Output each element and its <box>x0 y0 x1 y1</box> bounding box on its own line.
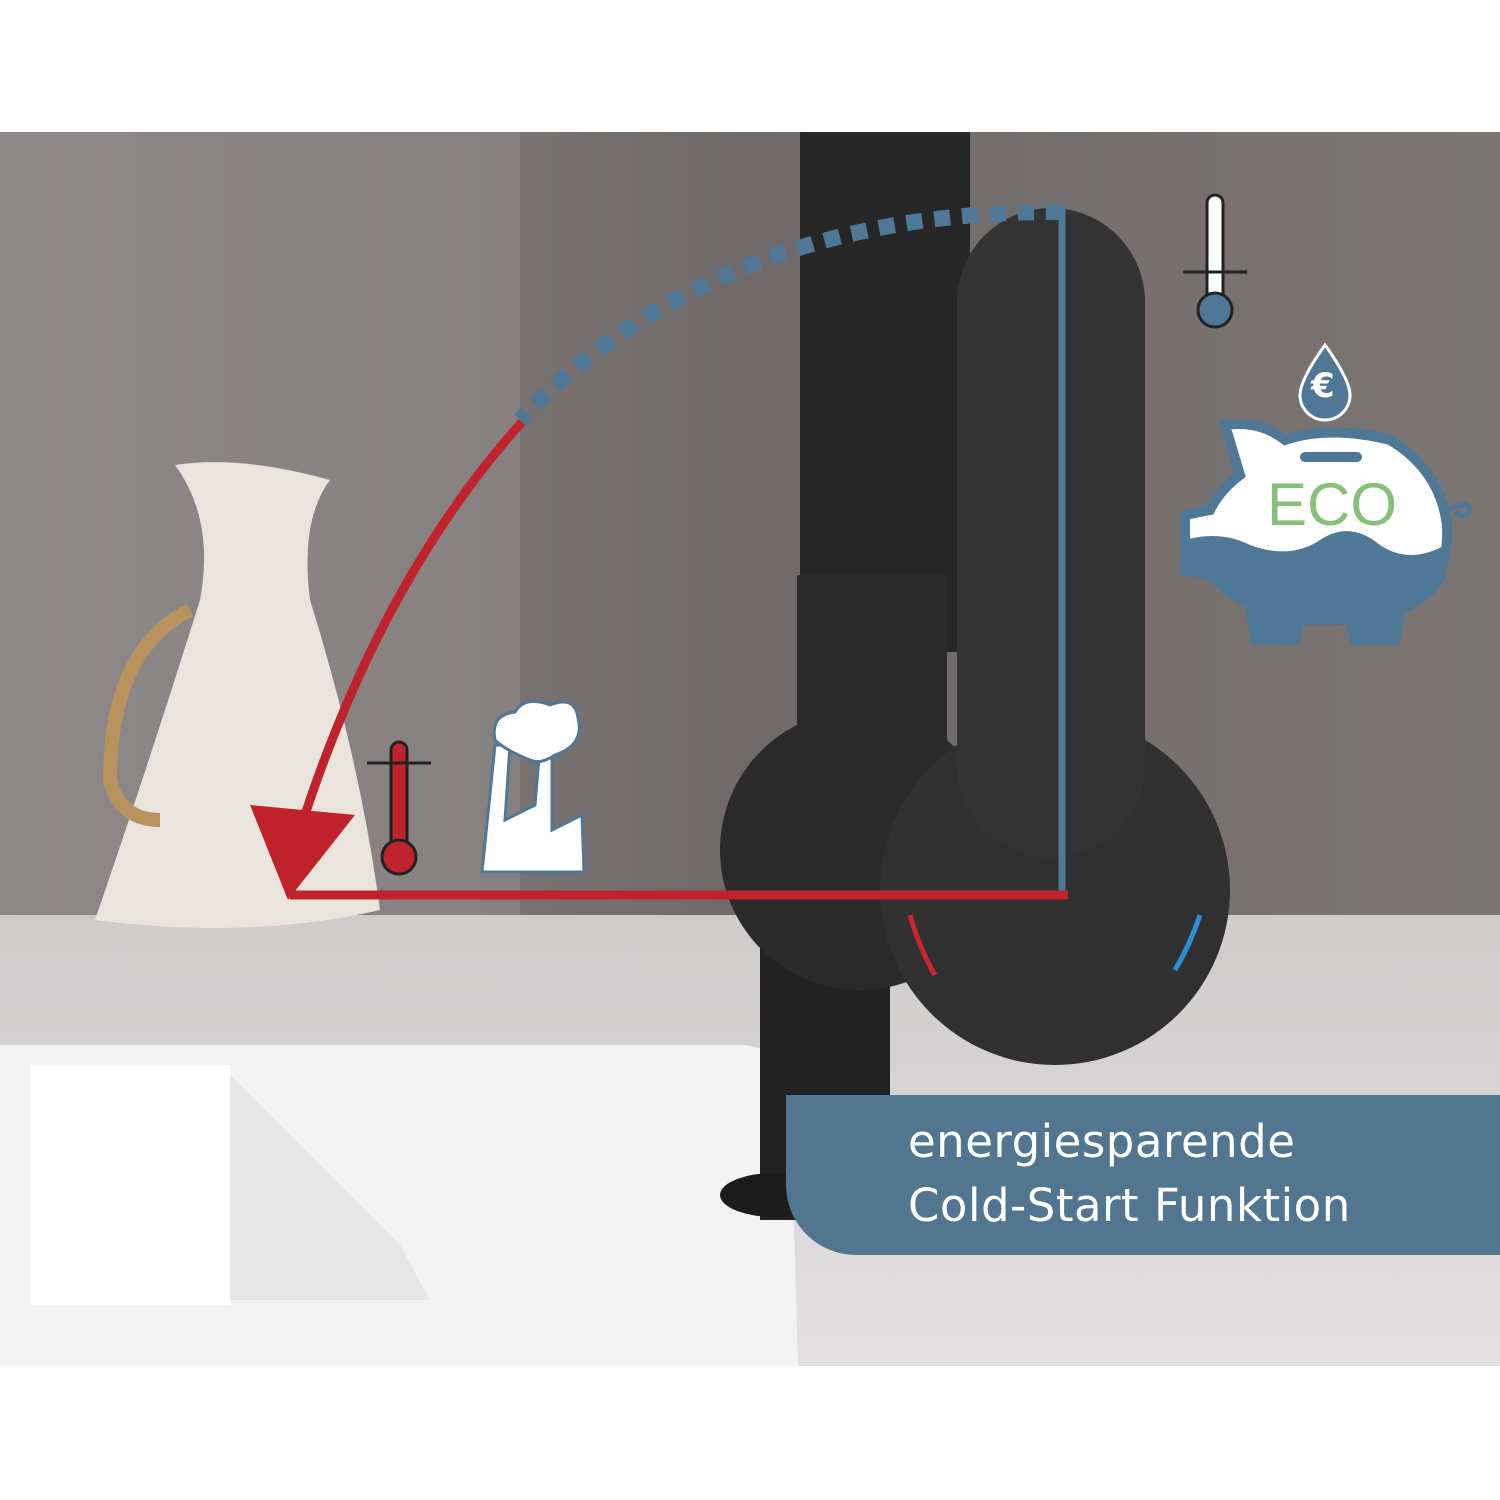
euro-symbol: € <box>1311 366 1335 406</box>
hot-position-arc <box>295 418 526 832</box>
hot-arrowhead <box>250 805 355 900</box>
cold-position-arc <box>514 203 1063 426</box>
factory-icon <box>480 699 586 874</box>
thermometer-cold-icon <box>1183 193 1247 329</box>
banner-line-1: energiesparende <box>908 1115 1296 1168</box>
faucet <box>720 132 1230 1220</box>
banner-line-2: Cold-Start Funktion <box>908 1179 1351 1232</box>
piggy-bank-icon <box>1180 342 1473 645</box>
feature-banner: energiesparende Cold-Start Funktion <box>786 1095 1500 1255</box>
thermometer-hot-icon <box>367 740 431 876</box>
eco-label: ECO <box>1267 471 1398 538</box>
